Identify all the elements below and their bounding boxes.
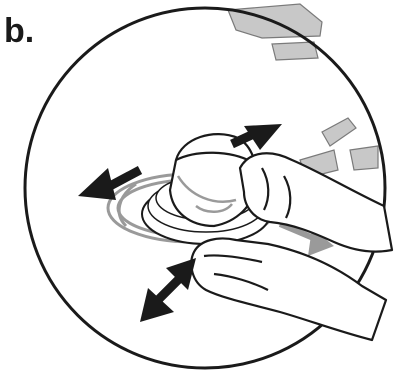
panel-piece-right-3 bbox=[350, 146, 378, 170]
panel-piece-mid bbox=[272, 42, 318, 60]
panel-piece-right-1 bbox=[322, 118, 356, 146]
hand-icon-lower bbox=[191, 239, 386, 341]
